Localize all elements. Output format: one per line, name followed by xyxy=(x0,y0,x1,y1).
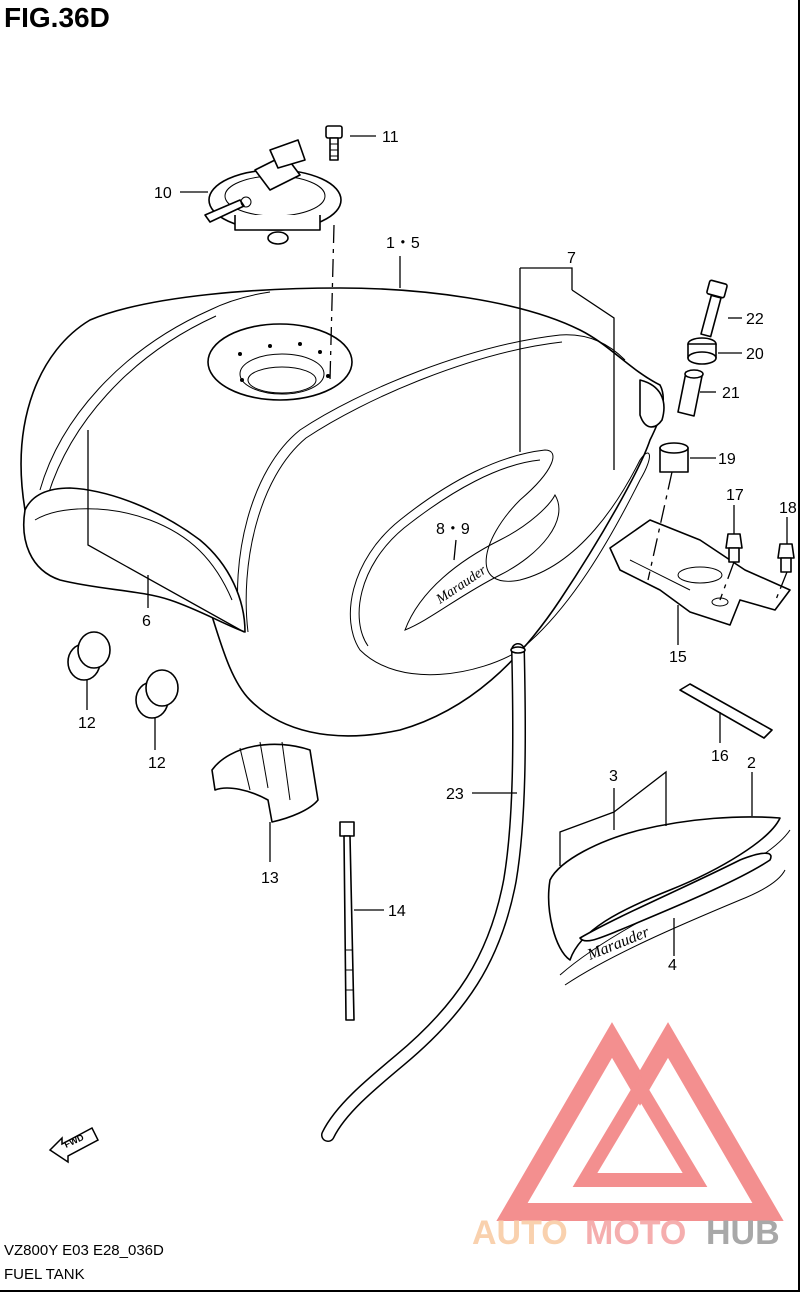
bracket-15 xyxy=(609,519,791,626)
cushion-19 xyxy=(659,442,689,473)
strip-16 xyxy=(679,683,773,739)
label-11: 11 xyxy=(382,129,399,146)
label-6: 6 xyxy=(142,613,151,630)
label-10: 10 xyxy=(154,185,172,202)
screw-11 xyxy=(325,125,343,161)
label-20: 20 xyxy=(746,346,764,363)
fwd-arrow-icon: FWD xyxy=(48,1126,99,1164)
bolt-17 xyxy=(725,533,743,563)
label-19: 19 xyxy=(718,451,736,468)
page-title: FIG.36D xyxy=(4,2,110,33)
page-border-bottom xyxy=(0,1290,800,1292)
model-code: VZ800Y E03 E28_036D xyxy=(4,1242,164,1259)
cap-12b xyxy=(135,669,179,719)
watermark-auto: AUTO xyxy=(472,1214,568,1252)
section-title: FUEL TANK xyxy=(4,1266,85,1283)
label-18: 18 xyxy=(779,500,797,517)
label-23: 23 xyxy=(446,786,464,803)
cushion-13 xyxy=(211,741,319,823)
bolt-18 xyxy=(777,543,795,573)
spacer-21 xyxy=(677,369,704,417)
label-14: 14 xyxy=(388,903,406,920)
watermark-hub: HUB xyxy=(706,1214,780,1252)
label-22: 22 xyxy=(746,311,764,328)
decal-2: Marauder xyxy=(547,816,791,986)
label-2: 2 xyxy=(747,755,756,772)
label-15: 15 xyxy=(669,649,687,666)
label-21: 21 xyxy=(722,385,740,402)
cap-12a xyxy=(67,631,111,681)
label-3: 3 xyxy=(609,768,618,785)
watermark-moto: MOTO xyxy=(585,1214,686,1252)
bolt-22 xyxy=(700,279,728,338)
label-8-9: 8・9 xyxy=(436,521,470,538)
label-17: 17 xyxy=(726,487,744,504)
washer-20 xyxy=(687,337,717,365)
page-border-right xyxy=(798,0,800,1292)
hose-23 xyxy=(321,643,527,1142)
label-13: 13 xyxy=(261,870,279,887)
watermark-logo: AUTO MOTO HUB xyxy=(472,1022,784,1252)
label-12a: 12 xyxy=(78,715,96,732)
band-14 xyxy=(339,821,355,1021)
fuel-cap xyxy=(204,139,342,245)
label-12b: 12 xyxy=(148,755,166,772)
fuel-tank: Marauder xyxy=(20,287,665,737)
label-1-5: 1・5 xyxy=(386,235,420,252)
leader-lines xyxy=(86,135,788,956)
label-16: 16 xyxy=(711,748,729,765)
part-labels: 1・5 2 3 4 6 7 8・9 10 11 12 12 13 14 15 1… xyxy=(78,129,797,974)
label-4: 4 xyxy=(668,957,677,974)
label-7: 7 xyxy=(567,250,576,267)
